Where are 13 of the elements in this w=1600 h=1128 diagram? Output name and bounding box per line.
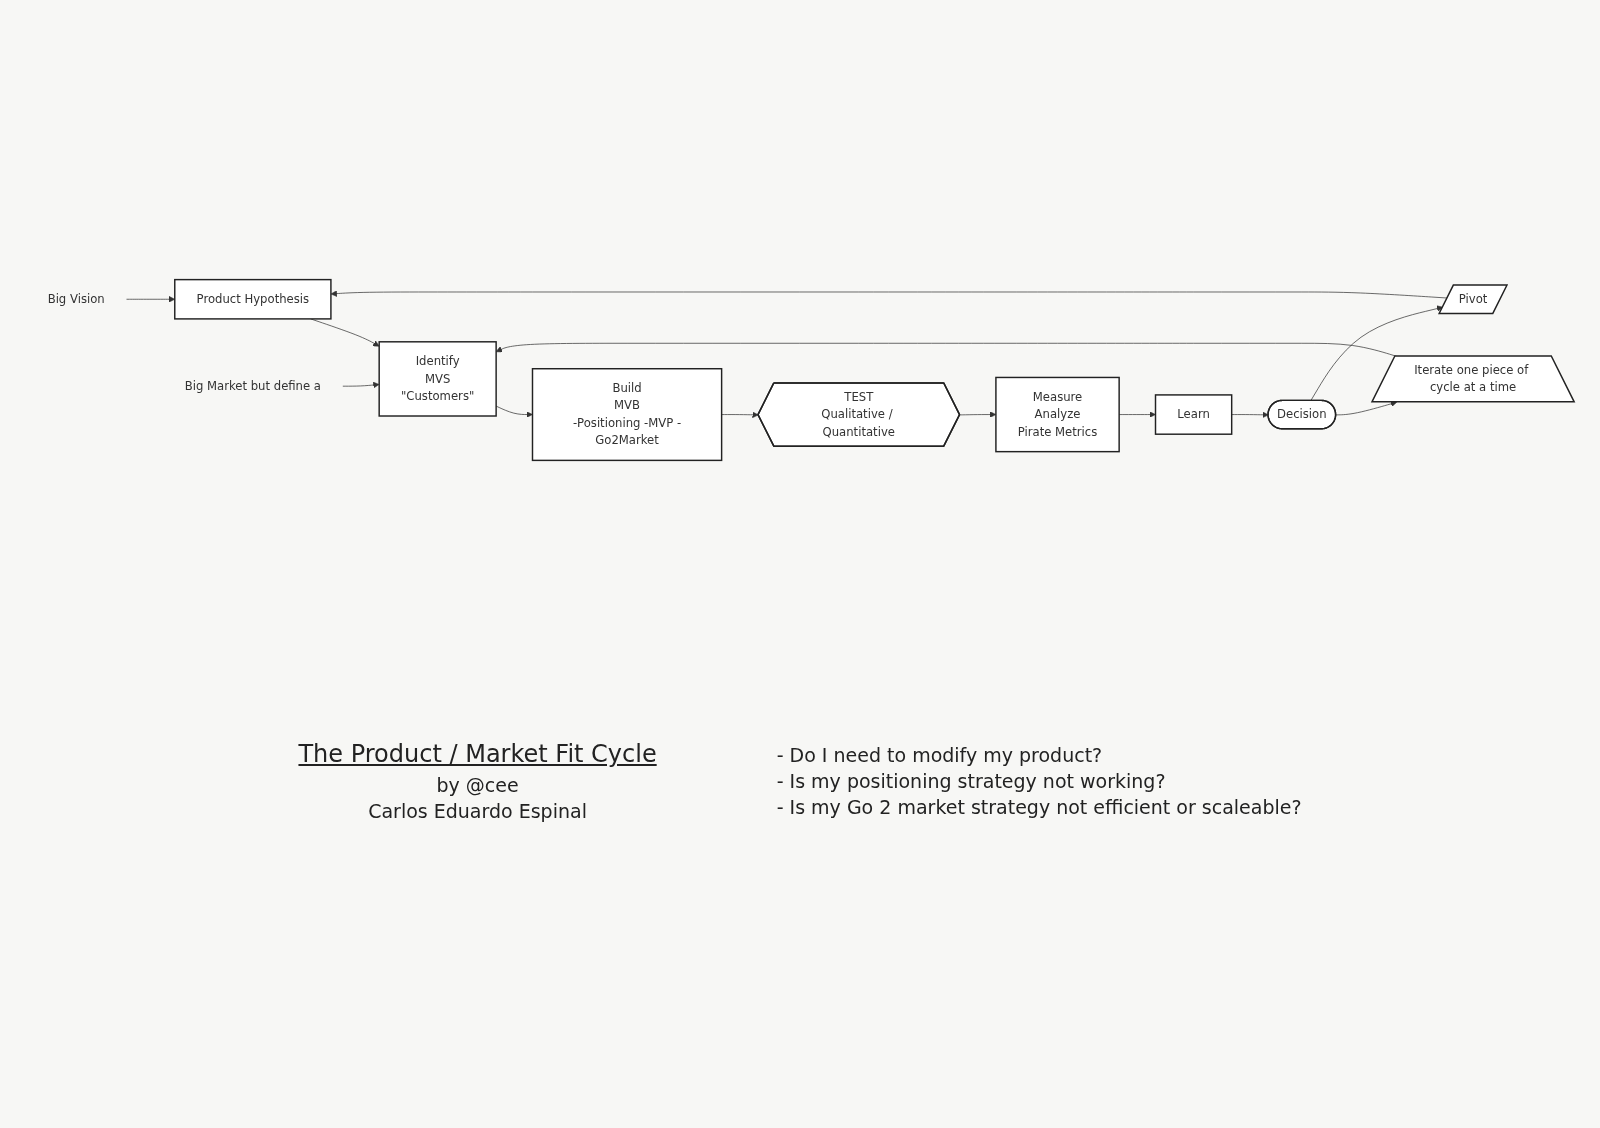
node-text: Big Vision <box>47 291 105 306</box>
node-box: Product Hypothesis <box>174 278 332 320</box>
note-text: - Is my Go 2 market strategy not efficient or scaleable? <box>776 796 1302 818</box>
title: The Product / Market Fit Cycle <box>298 740 657 768</box>
note-text: by @cee <box>435 774 520 796</box>
note-text: Carlos Eduardo Espinal <box>367 800 588 822</box>
node-text: Big Market but define a <box>184 378 321 393</box>
node-box: Identify MVS "Customers" <box>378 341 497 417</box>
node-box: Build MVB -Positioning -MVP -Go2Market <box>531 368 723 462</box>
node-box: Learn <box>1154 394 1233 435</box>
node-box: Measure Analyze Pirate Metrics <box>995 376 1120 453</box>
note-text: - Is my positioning strategy not working? <box>776 770 1167 792</box>
note-text: - Do I need to modify my product? <box>776 744 1104 766</box>
